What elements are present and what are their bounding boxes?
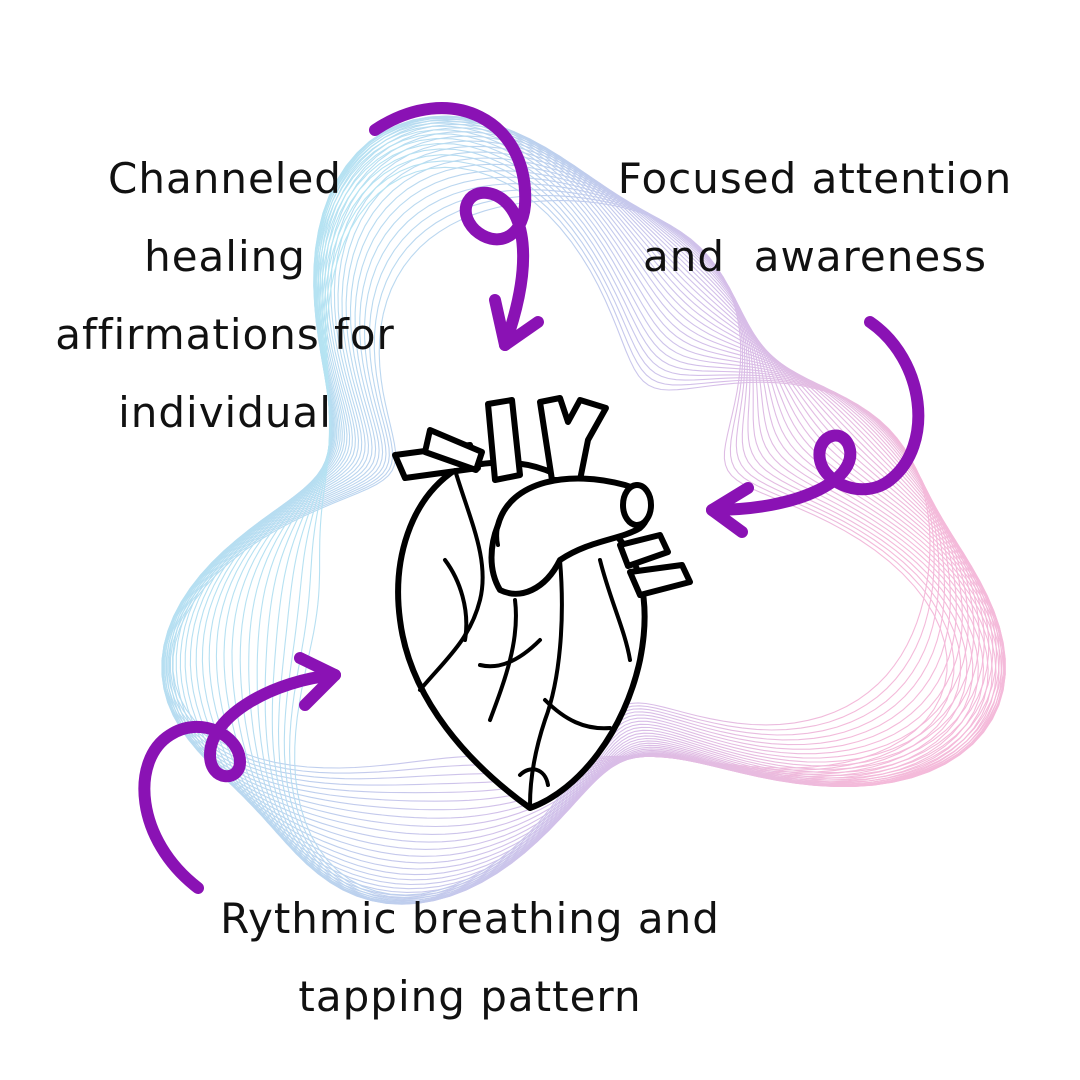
wave-line — [231, 122, 980, 904]
curly-arrow-right-icon — [706, 316, 925, 538]
wave-line — [264, 137, 957, 904]
wave-line — [175, 121, 1006, 876]
wave-lines-background — [161, 115, 1006, 905]
wave-line — [172, 123, 1006, 870]
label-line: Rythmic breathing and — [220, 894, 720, 943]
label-line: healing — [144, 232, 306, 281]
wave-line — [215, 117, 990, 901]
label-line: Channeled — [108, 154, 342, 203]
curly-arrow-bottom-left-icon — [138, 652, 341, 894]
wave-line — [179, 118, 1006, 881]
label-line: Focused attention — [617, 154, 1013, 203]
label-line: and awareness — [643, 232, 987, 281]
wave-line — [239, 125, 975, 905]
wave-line — [256, 133, 963, 905]
label-line: affirmations for — [55, 310, 395, 359]
wave-line — [248, 129, 969, 905]
wave-line — [289, 160, 935, 898]
wave-line — [223, 119, 985, 903]
anatomical-heart-icon — [392, 395, 693, 811]
wave-line — [277, 148, 946, 902]
label-channeled-healing: Channeled healing affirmations for indiv… — [35, 140, 415, 452]
wave-line — [201, 115, 998, 897]
label-line: tapping pattern — [298, 972, 642, 1021]
wave-line — [208, 116, 994, 899]
wave-line — [184, 117, 1005, 886]
wave-line — [189, 115, 1003, 890]
wave-line — [294, 166, 931, 896]
wave-line — [283, 154, 940, 900]
wave-line — [271, 142, 951, 903]
label-line: individual — [118, 388, 332, 437]
wave-line — [195, 115, 1001, 893]
label-focused-attention: Focused attention and awareness — [605, 140, 1025, 296]
curly-arrow-top-icon — [369, 102, 544, 351]
label-rythmic-breathing: Rythmic breathing and tapping pattern — [200, 880, 740, 1036]
